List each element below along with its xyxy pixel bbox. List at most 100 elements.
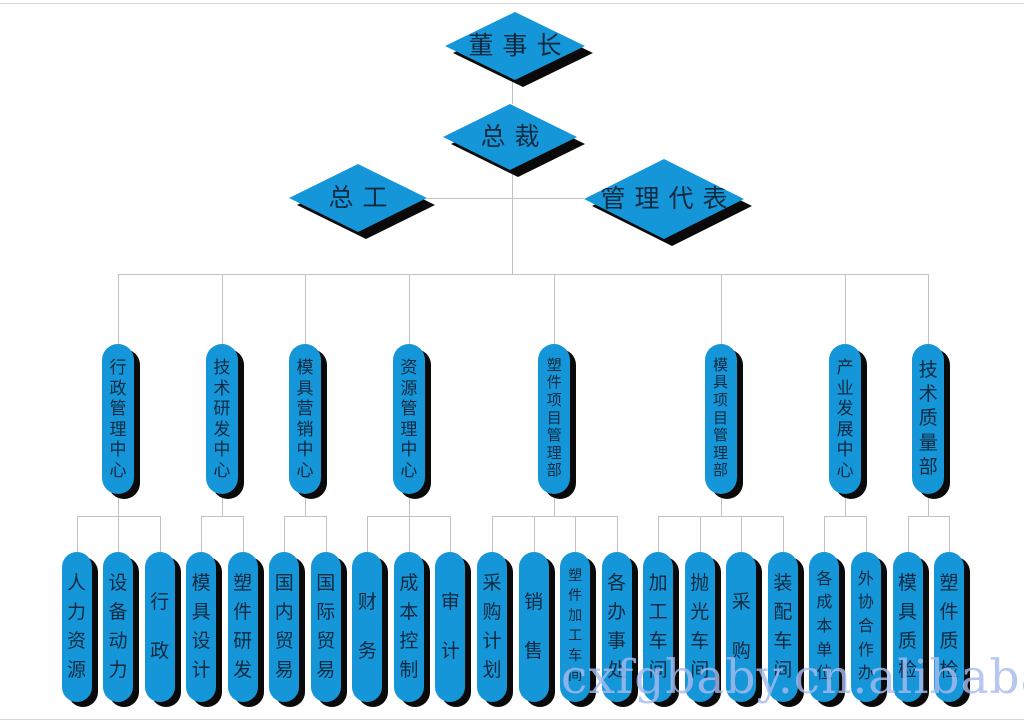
label-char: 管 (600, 185, 626, 213)
label-char: 采 (731, 592, 751, 614)
label-char: 质 (939, 631, 959, 652)
label-char: 装 (773, 573, 793, 594)
children-spine (201, 516, 243, 517)
label-char: 财 (357, 592, 377, 614)
label-char: 成 (816, 594, 833, 612)
unit-drop-line (408, 516, 410, 552)
label-char: 塑 (233, 573, 253, 594)
label-char: 车 (568, 649, 583, 664)
label-char: 术 (213, 378, 231, 398)
label-char: 间 (568, 669, 583, 684)
label-char: 成 (399, 573, 419, 594)
label-char: 计 (482, 631, 502, 652)
label-char: 心 (836, 460, 854, 480)
label-char: 间 (773, 660, 793, 681)
label-char: 力 (66, 602, 86, 623)
label-char: 理 (713, 445, 729, 462)
label-char: 质 (897, 631, 917, 652)
label-char: 董 (468, 32, 494, 60)
label-char: 审 (440, 592, 460, 614)
label-char: 事 (502, 32, 528, 60)
dept-children-link (221, 494, 223, 516)
label-char: 贸 (316, 631, 336, 652)
children-spine (907, 516, 950, 517)
label-char: 力 (108, 660, 128, 681)
unit-drop-line (533, 516, 535, 552)
dept-pill: 资源管理中心 (392, 344, 425, 494)
dept-children-link (554, 494, 556, 516)
label-char: 备 (108, 602, 128, 623)
label-char: 加 (648, 573, 668, 594)
dept-drop-line (221, 274, 223, 344)
dept-pill: 模具项目管理部 (704, 344, 737, 494)
dept-pill: 技术质量部 (912, 344, 945, 494)
unit-drop-line (242, 516, 244, 552)
label-char: 表 (702, 185, 728, 213)
unit-drop-line (118, 516, 120, 552)
label-char: 行 (109, 358, 127, 378)
unit-drop-line (201, 516, 203, 552)
label-char: 技 (918, 360, 938, 382)
label-char: 车 (773, 631, 793, 652)
unit-drop-line (76, 516, 78, 552)
label-char: 各 (816, 570, 833, 588)
label-char: 具 (296, 378, 314, 398)
unit-drop-line (865, 516, 867, 552)
label-char: 长 (536, 32, 562, 60)
dept-pill: 行政管理中心 (102, 344, 135, 494)
label-char: 划 (482, 660, 502, 681)
label-char: 产 (836, 358, 854, 378)
label-char: 政 (109, 378, 127, 398)
unit-pill: 加工车间 (643, 552, 674, 702)
unit-pill: 外协合作办 (850, 552, 881, 702)
label-char: 协 (857, 594, 874, 612)
label-char: 车 (690, 631, 710, 652)
label-char: 源 (66, 660, 86, 681)
chairman-diamond: 董事长 (445, 12, 593, 87)
unit-drop-line (450, 516, 452, 552)
label-char: 售 (524, 640, 544, 662)
dept-drop-line (720, 274, 722, 344)
label-char: 配 (773, 602, 793, 623)
label-char: 内 (274, 602, 294, 623)
label-char: 业 (836, 378, 854, 398)
label-char: 发 (213, 419, 231, 439)
label-char: 各 (607, 573, 627, 594)
label-char: 具 (191, 602, 211, 623)
label-char: 模 (296, 358, 314, 378)
dept-children-link (845, 494, 847, 516)
label-char: 计 (191, 660, 211, 681)
dept-children-link (928, 494, 930, 516)
label-char: 模 (713, 357, 729, 374)
label-char: 源 (400, 378, 418, 398)
dept-children-link (720, 494, 722, 516)
label-char: 具 (713, 375, 729, 392)
label-char: 理 (400, 419, 418, 439)
unit-pill: 销售 (518, 552, 549, 702)
label-char: 目 (546, 410, 562, 427)
unit-pill: 模具质检 (892, 552, 923, 702)
dept-children-link (305, 494, 307, 516)
label-char: 国 (316, 573, 336, 594)
diamond-body: 总工 (289, 164, 427, 232)
label-char: 贸 (274, 631, 294, 652)
label-char: 检 (939, 660, 959, 681)
unit-drop-line (284, 516, 286, 552)
dept-pill: 塑件项目管理部 (538, 344, 571, 494)
unit-drop-line (782, 516, 784, 552)
label-char: 模 (897, 573, 917, 594)
label-char: 务 (357, 640, 377, 662)
label-char: 部 (918, 456, 938, 478)
label-char: 作 (857, 641, 874, 659)
label-char: 塑 (939, 573, 959, 594)
unit-pill: 装配车间 (767, 552, 798, 702)
dept-children-link (408, 494, 410, 516)
dept-drop-line (408, 274, 410, 344)
label-char: 行 (150, 592, 170, 614)
label-char: 处 (607, 660, 627, 681)
children-spine (284, 516, 326, 517)
label-char: 事 (607, 631, 627, 652)
label-char: 件 (568, 589, 583, 604)
label-char: 术 (918, 384, 938, 406)
label-char: 裁 (514, 123, 540, 151)
